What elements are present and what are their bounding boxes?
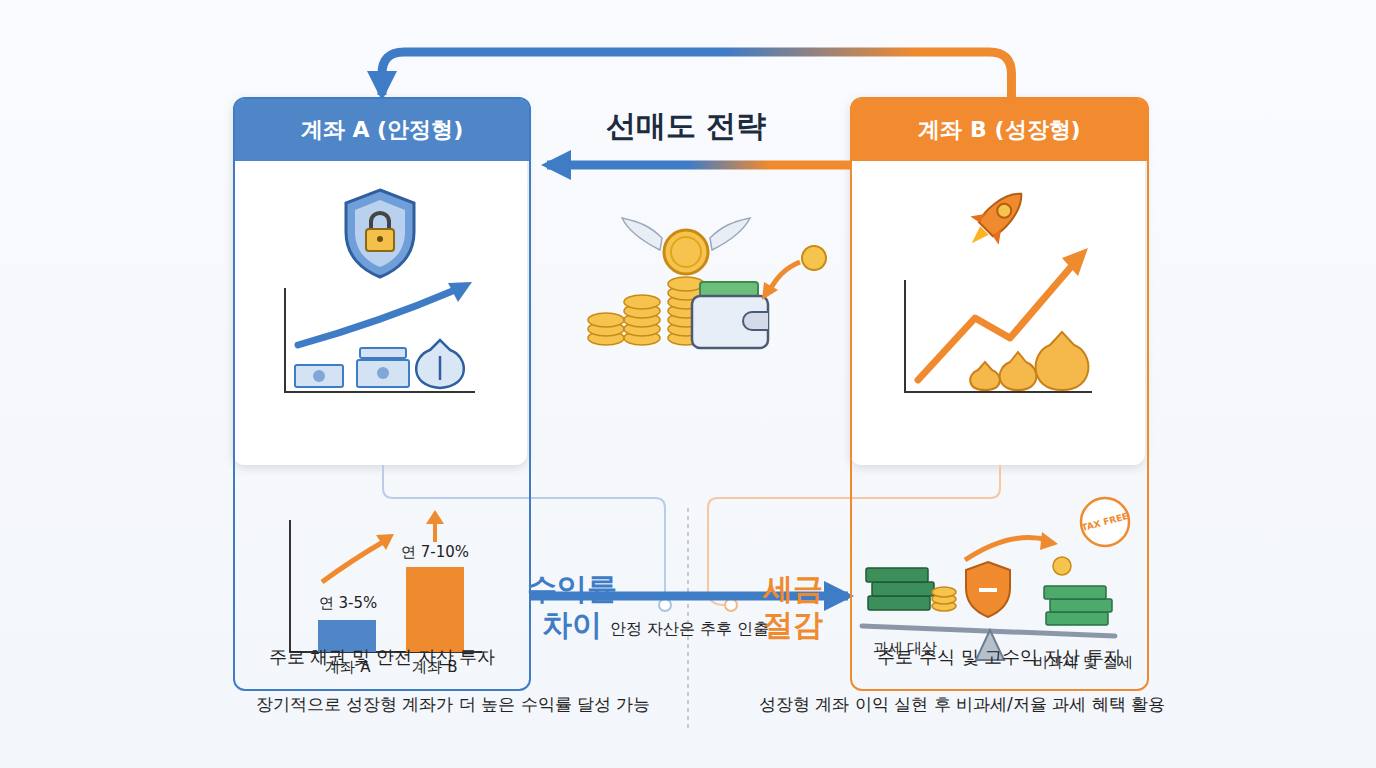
growth-chart <box>1000 352 1037 390</box>
winged-coin-icon <box>622 218 662 250</box>
stable-chart <box>285 288 475 392</box>
note-label: 계좌 B <box>412 658 457 677</box>
stamp-text: TAX FREE <box>1081 511 1130 533</box>
tax-seesaw <box>862 498 1129 660</box>
shield-lock-icon <box>371 213 389 230</box>
coin <box>668 277 704 291</box>
stable-chart <box>295 365 343 387</box>
growth-chart <box>1036 332 1089 390</box>
note-label: 성장형 계좌 이익 실현 후 비과세/저율 과세 혜택 활용 <box>759 693 1165 716</box>
bar-chart <box>322 542 383 582</box>
rocket-icon <box>958 180 1036 258</box>
leader-lines <box>383 465 1000 728</box>
bar-chart <box>433 522 437 542</box>
wallet-icon <box>743 312 768 330</box>
note-label: 과세 대상 <box>873 639 938 658</box>
stable-chart <box>285 282 475 392</box>
diagram-title: 선매도 전략 <box>606 106 766 147</box>
note-label: 계좌 A <box>325 658 370 677</box>
tax-seesaw <box>1046 612 1108 625</box>
wallet-icon <box>692 296 768 348</box>
growth-chart <box>905 248 1092 392</box>
tax-seesaw <box>932 587 956 611</box>
winged-coin-icon <box>710 218 750 250</box>
winged-coin-icon <box>622 218 750 274</box>
tax-seesaw <box>1040 532 1058 550</box>
tax-seesaw <box>966 562 1010 617</box>
box-heading: 계좌 B (성장형) <box>852 99 1147 161</box>
note-label: 연 3-5% <box>319 594 378 613</box>
shield-lock-icon <box>366 229 394 251</box>
flow-coin <box>770 262 800 290</box>
tax-seesaw <box>1050 599 1112 612</box>
coin <box>624 295 660 309</box>
account-box: 계좌 B (성장형)주로 주식 및 고수익 자산 투자 <box>850 97 1149 691</box>
shield-lock-icon <box>346 190 414 277</box>
bar-chart <box>376 534 394 550</box>
growth-chart <box>905 280 1092 392</box>
flow-coin <box>762 246 826 300</box>
tax-seesaw <box>1044 586 1106 599</box>
rocket-icon <box>967 226 988 247</box>
stable-chart <box>357 360 409 387</box>
shield-lock-icon <box>346 190 414 277</box>
spacer <box>235 161 529 645</box>
growth-chart <box>1062 248 1088 276</box>
growth-chart <box>970 362 1000 390</box>
stable-chart <box>298 290 455 345</box>
box-heading: 계좌 A (안정형) <box>235 99 529 161</box>
bar-chart <box>406 567 464 652</box>
section-heading: 수익률 차이 <box>520 571 624 643</box>
bar-chart <box>426 510 444 524</box>
shield-lock-icon <box>377 236 383 242</box>
winged-coin-icon <box>671 237 701 267</box>
note-label: 연 7-10% <box>401 543 469 562</box>
flow-arrow <box>382 52 1011 97</box>
stable-chart <box>377 367 389 379</box>
rocket-icon <box>994 201 1014 221</box>
leader-lines <box>708 465 1000 605</box>
tax-seesaw <box>1053 557 1071 575</box>
edge-label: 안정 자산은 추후 인출 <box>610 619 769 640</box>
winged-coin-icon <box>664 230 708 274</box>
tax-seesaw <box>965 538 1048 561</box>
tax-seesaw <box>868 596 930 610</box>
stable-chart <box>416 340 464 388</box>
note-label: 장기적으로 성장형 계좌가 더 높은 수익률 달성 가능 <box>256 693 651 716</box>
leader-lines <box>659 599 671 611</box>
stable-chart <box>448 282 472 302</box>
tax-seesaw <box>872 582 934 596</box>
tax-seesaw <box>866 568 934 610</box>
flow-arrow <box>547 161 850 170</box>
leader-lines <box>725 599 737 611</box>
rocket-icon <box>958 180 1036 258</box>
spacer <box>852 161 1147 645</box>
coin-stack-icon <box>588 277 704 345</box>
tax-seesaw <box>932 587 956 597</box>
box-body: 주로 채권 및 안전 자산 투자 <box>235 645 529 689</box>
tax-seesaw <box>1081 498 1129 546</box>
tax-seesaw <box>866 568 928 582</box>
tax-seesaw <box>1044 586 1112 625</box>
rocket-icon <box>977 185 1030 238</box>
note-label: 비과세 및 절세 <box>1033 653 1133 672</box>
account-box: 계좌 A (안정형) 주로 채권 및 안전 자산 투자 <box>233 97 531 691</box>
shield-lock-icon <box>355 200 405 267</box>
bar-chart <box>290 520 482 652</box>
bar-chart <box>290 510 482 652</box>
coin <box>588 313 624 327</box>
tax-seesaw <box>979 588 997 592</box>
wallet-icon <box>692 282 768 348</box>
stable-chart <box>360 348 406 358</box>
flow-coin <box>802 246 826 270</box>
leader-lines <box>687 508 689 728</box>
flow-coin <box>762 282 778 300</box>
stable-chart <box>313 370 325 382</box>
stable-chart <box>439 356 442 380</box>
